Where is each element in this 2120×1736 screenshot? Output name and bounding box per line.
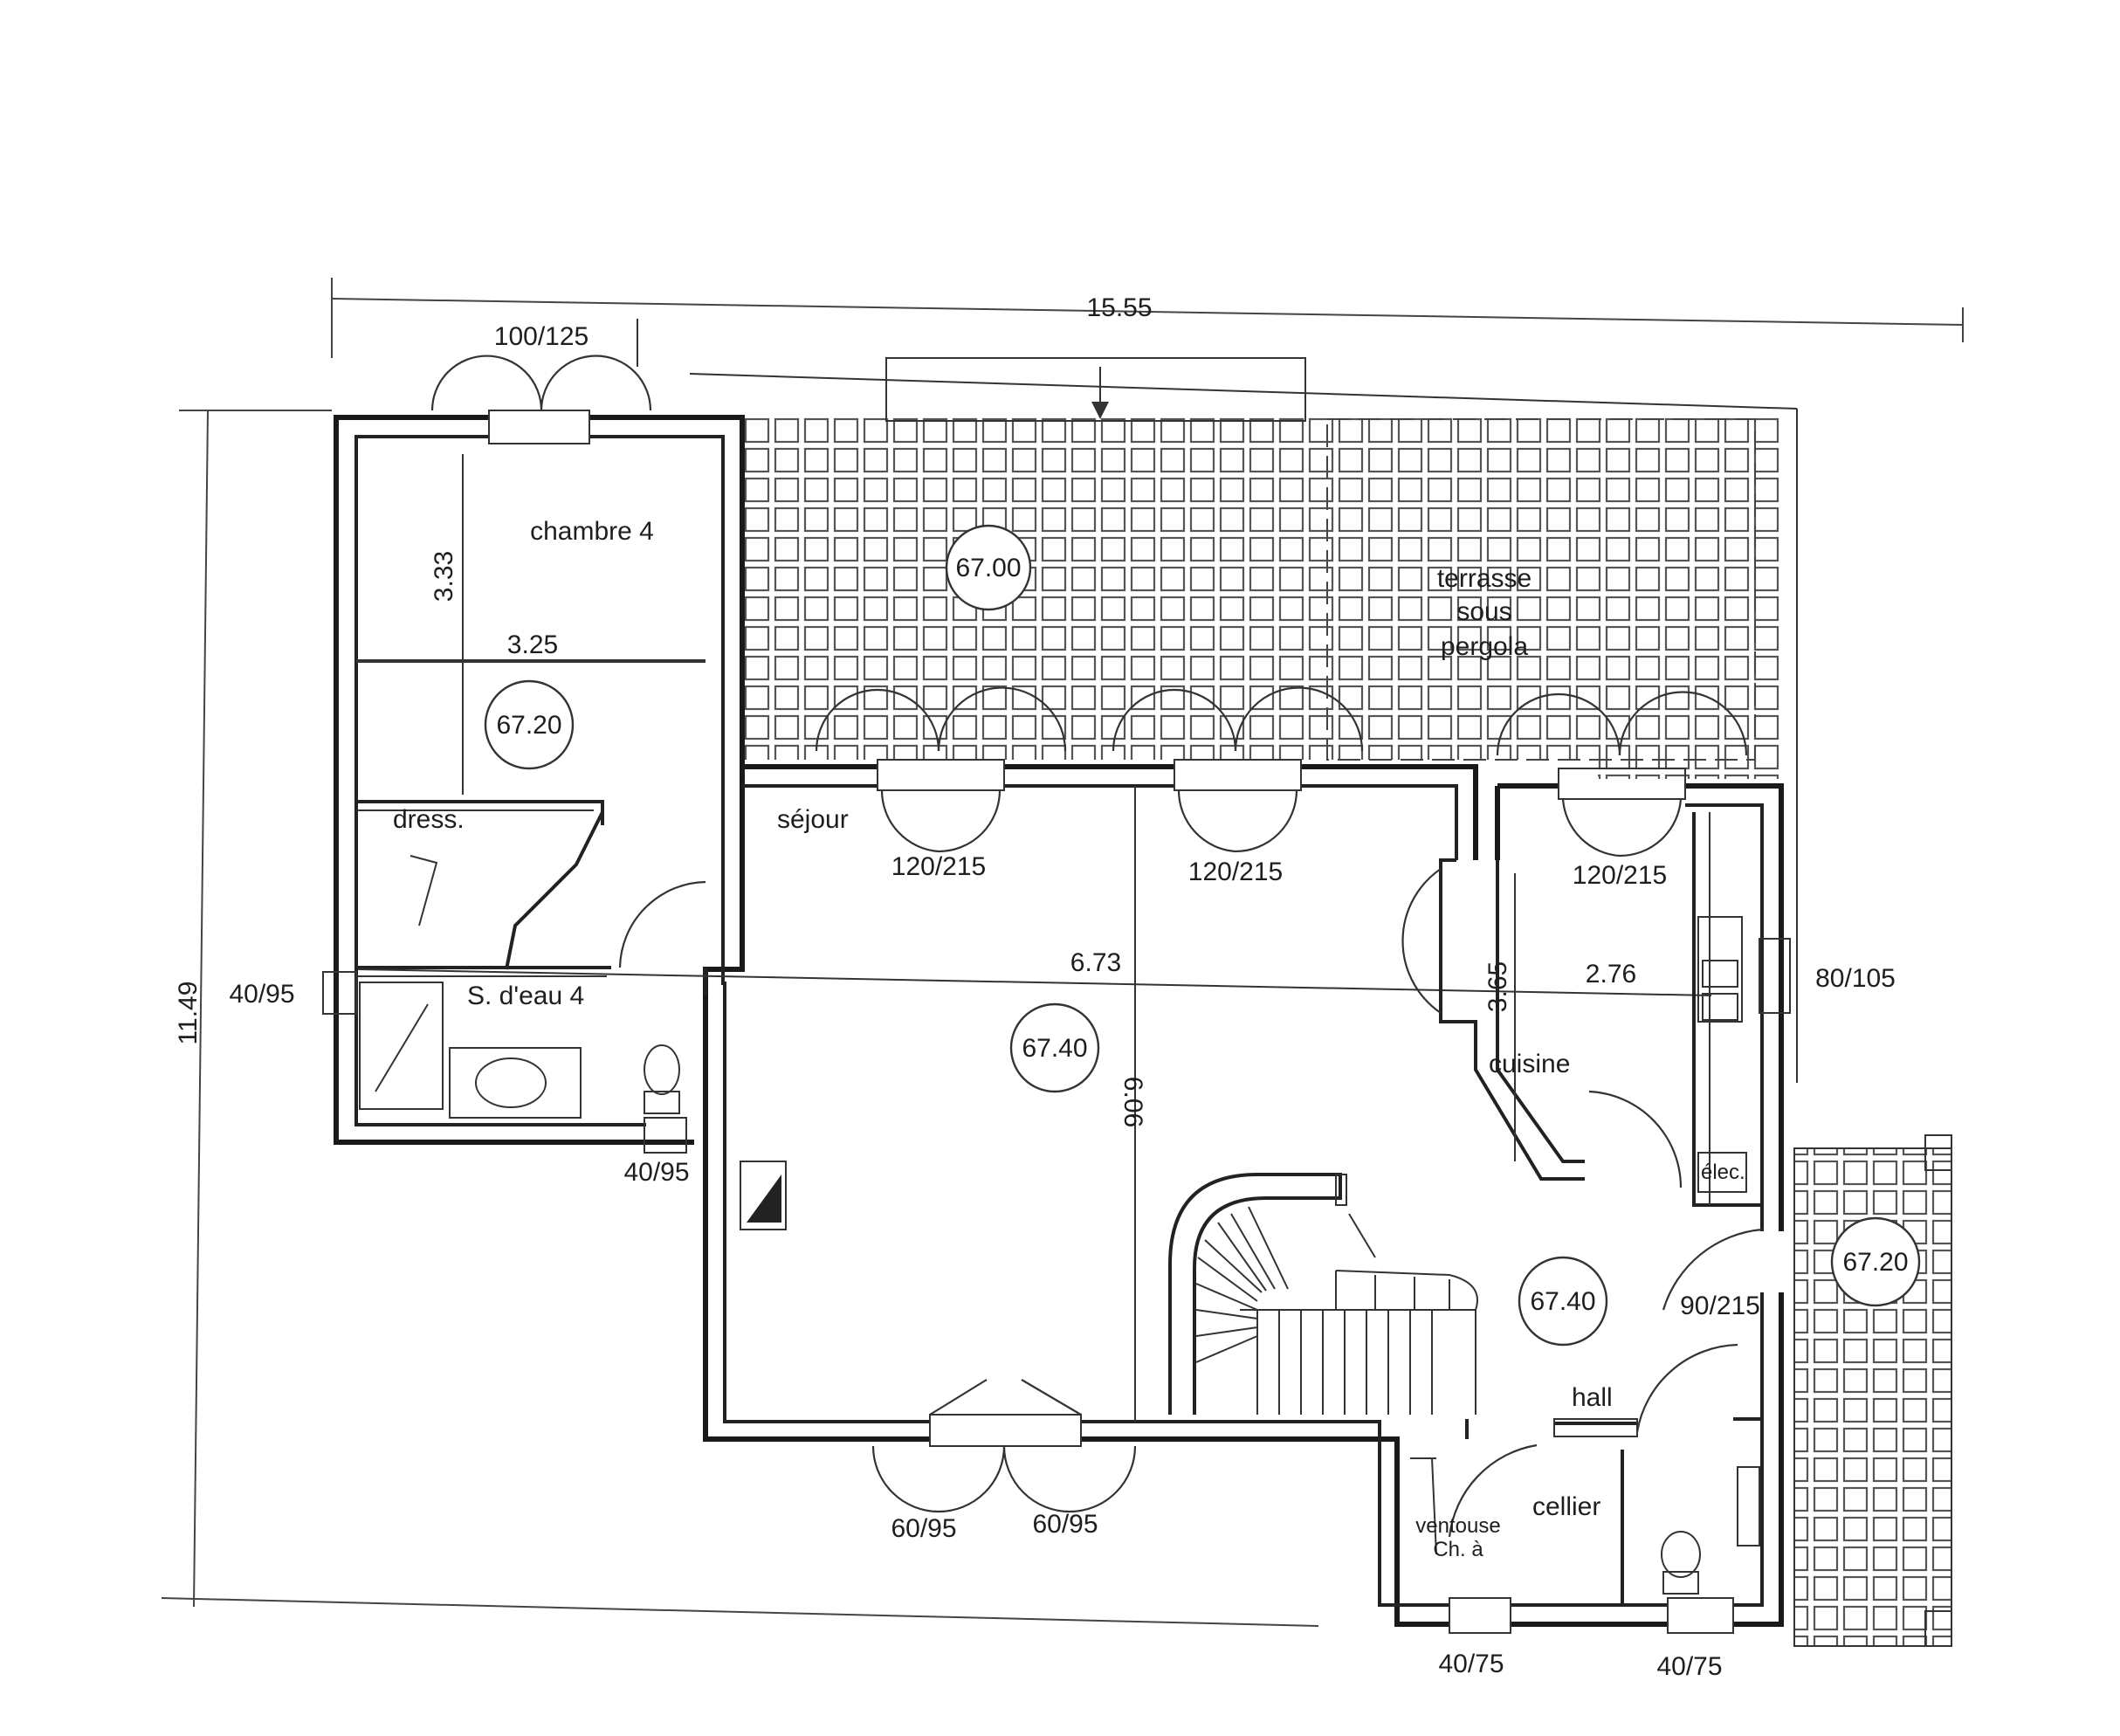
opening-sejour-door-2: 120/215 [1188, 858, 1283, 886]
exterior-walls [334, 415, 1784, 1627]
dim-sejour-depth: 6.06 [1119, 1077, 1147, 1127]
dim-chambre-depth: 3.33 [430, 551, 458, 602]
room-sejour: séjour [777, 805, 849, 834]
level-markers [484, 524, 1921, 1347]
level-chambre: 67.20 [496, 711, 561, 740]
ventouse-1: ventouse [1415, 1514, 1500, 1538]
level-terrasse: 67.00 [955, 554, 1021, 582]
room-salle-eau: S. d'eau 4 [467, 982, 584, 1010]
room-terrasse-2: sous [1456, 597, 1511, 626]
room-dressing: dress. [393, 805, 465, 834]
room-cellier: cellier [1532, 1492, 1600, 1521]
overall-depth-label: 11.49 [174, 982, 203, 1045]
level-sejour: 67.40 [1022, 1034, 1087, 1063]
overall-width-dimension [331, 278, 1964, 358]
dim-cuisine-width: 2.76 [1586, 960, 1636, 989]
opening-wc-window: 40/75 [1656, 1652, 1722, 1681]
opening-cuisine-door: 120/215 [1573, 861, 1667, 890]
interior-walls [356, 659, 1762, 1605]
doors-and-windows [322, 319, 1791, 1634]
opening-cellier-window: 40/75 [1438, 1650, 1504, 1678]
room-terrasse-3: pergola [1441, 632, 1528, 661]
room-terrasse-1: terrasse [1437, 564, 1531, 593]
room-hall: hall [1572, 1383, 1613, 1412]
opening-entry-door: 90/215 [1680, 1292, 1760, 1320]
opening-sejour-window-1: 60/95 [891, 1514, 956, 1543]
overall-width-label: 15.55 [1086, 293, 1152, 322]
fixtures [359, 916, 1760, 1595]
dim-chambre-width: 3.25 [507, 630, 558, 659]
opening-sejour-window-2: 60/95 [1032, 1510, 1098, 1539]
opening-sdb-bottom: 40/95 [623, 1158, 689, 1187]
dim-sejour-width: 6.73 [1070, 948, 1121, 977]
level-terrasse-est: 67.20 [1842, 1248, 1908, 1277]
room-dimension-lines [356, 454, 1516, 1422]
dim-cuisine-depth: 3.65 [1483, 961, 1512, 1012]
room-cuisine: cuisine [1489, 1050, 1570, 1078]
ventouse-2: Ch. à [1433, 1538, 1483, 1561]
room-elec: élec. [1701, 1161, 1745, 1184]
opening-sdb-side: 40/95 [229, 980, 294, 1009]
room-chambre: chambre 4 [530, 517, 654, 546]
overall-depth-dimension [161, 410, 1319, 1627]
opening-sejour-door-1: 120/215 [891, 852, 986, 881]
opening-cuisine-window: 80/105 [1815, 964, 1896, 993]
terrasse-est [1793, 1134, 1952, 1647]
stair-treads [1195, 1206, 1450, 1415]
level-hall: 67.40 [1530, 1287, 1595, 1316]
opening-chambre-window: 100/125 [494, 322, 589, 351]
